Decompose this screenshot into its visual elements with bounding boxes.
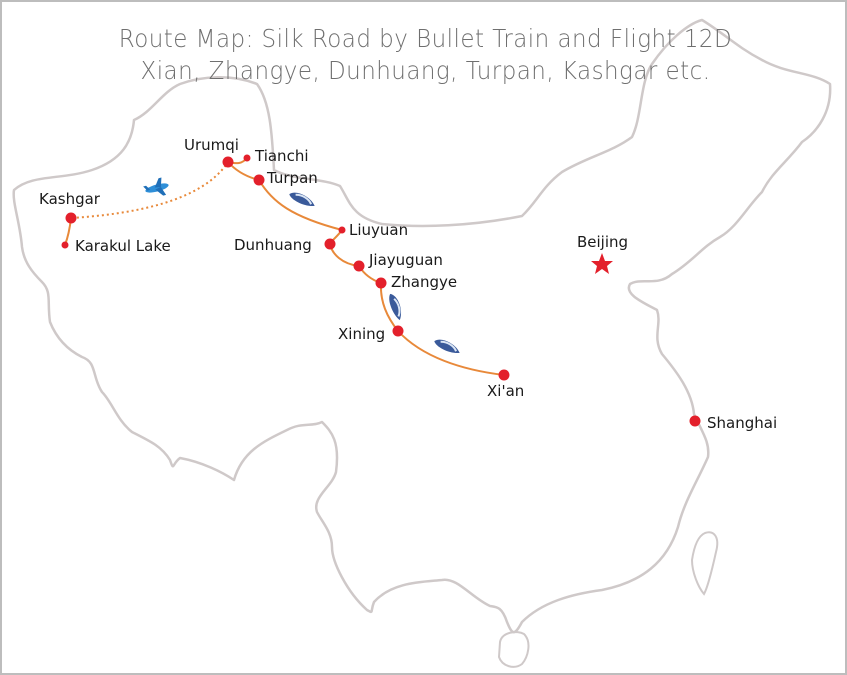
taiwan-island — [690, 531, 719, 596]
marker-dunhuang[interactable] — [324, 238, 336, 250]
bullet-train-icon — [434, 339, 460, 353]
marker-karakul[interactable] — [61, 241, 69, 249]
city-markers — [61, 154, 701, 427]
label-dunhuang: Dunhuang — [234, 236, 312, 254]
map-title: Route Map: Silk Road by Bullet Train and… — [118, 24, 733, 53]
marker-urumqi[interactable] — [222, 156, 234, 168]
china-border — [12, 18, 832, 634]
marker-tianchi[interactable] — [243, 154, 251, 162]
label-xian: Xi'an — [487, 382, 525, 400]
bullet-train-icon — [389, 293, 402, 321]
label-turpan: Turpan — [267, 169, 318, 187]
bullet-train-icon — [289, 192, 315, 206]
marker-jiayuguan[interactable] — [353, 260, 365, 272]
marker-zhangye[interactable] — [375, 277, 387, 289]
marker-xining[interactable] — [392, 325, 404, 337]
flight-route-kashgar-urumqi — [71, 161, 229, 219]
label-zhangye: Zhangye — [391, 273, 458, 291]
marker-turpan[interactable] — [253, 174, 265, 186]
train-route — [227, 161, 505, 376]
marker-kashgar[interactable] — [65, 212, 77, 224]
label-karakul: Karakul Lake — [75, 237, 171, 255]
capital-star-icon[interactable] — [591, 253, 613, 274]
label-beijing: Beijing — [577, 233, 629, 251]
label-jiayuguan: Jiayuguan — [369, 251, 443, 269]
label-shanghai: Shanghai — [707, 414, 778, 432]
label-urumqi: Urumqi — [184, 136, 239, 154]
label-xining: Xining — [338, 325, 386, 343]
airplane-icon — [143, 177, 169, 196]
marker-xian[interactable] — [498, 369, 510, 381]
label-tianchi: Tianchi — [255, 147, 309, 165]
map-subtitle: Xian, Zhangye, Dunhuang, Turpan, Kashgar… — [140, 56, 711, 85]
hainan-island — [497, 631, 530, 668]
marker-shanghai[interactable] — [689, 415, 701, 427]
label-liuyuan: Liuyuan — [349, 221, 409, 239]
label-kashgar: Kashgar — [39, 190, 100, 208]
marker-liuyuan[interactable] — [338, 226, 346, 234]
